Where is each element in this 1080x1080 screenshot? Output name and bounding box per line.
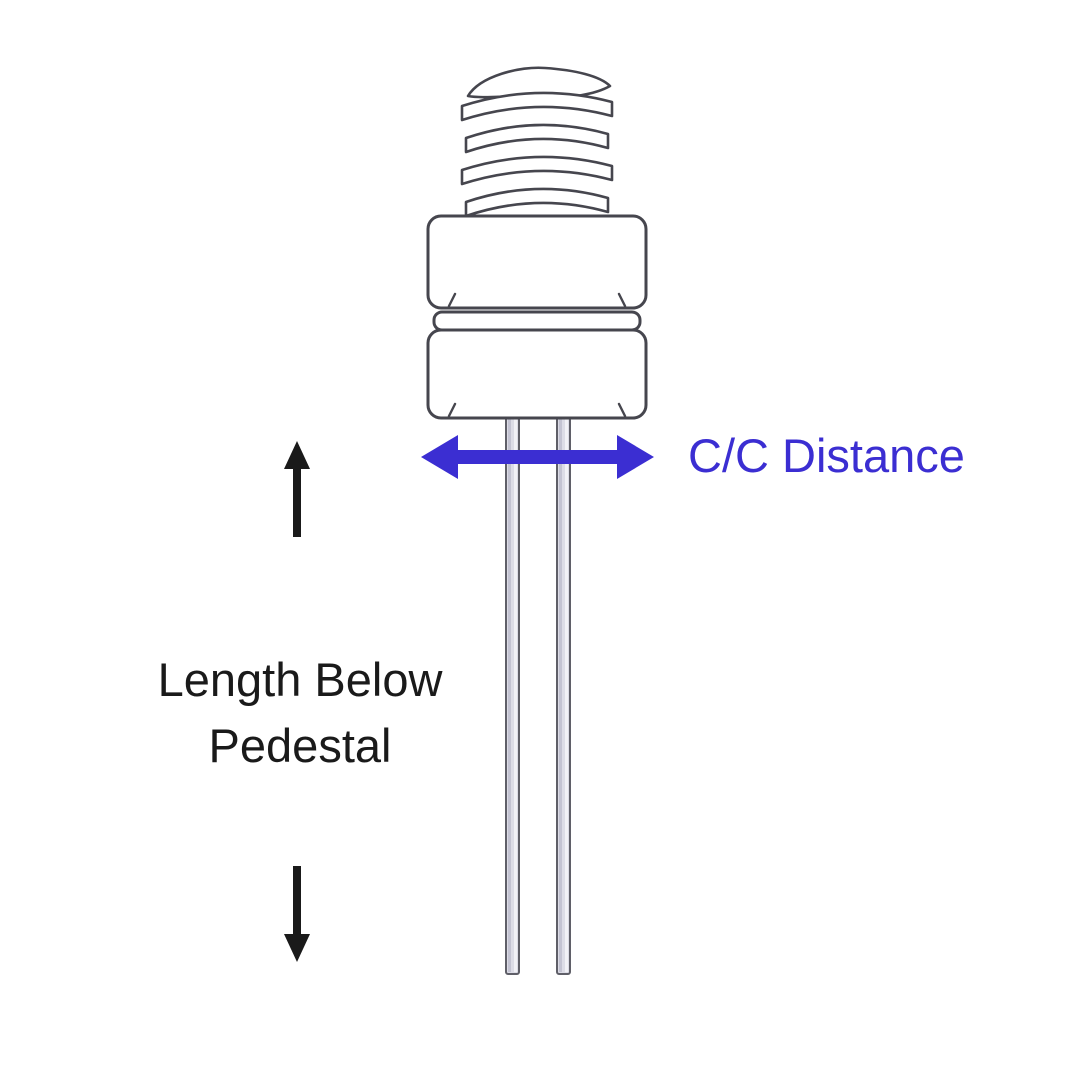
length-below-label-line1: Length Below [158,653,444,706]
cc-distance-arrow [421,435,654,479]
cc-distance-label: C/C Distance [688,429,965,482]
pedestal-upper-body [426,214,648,310]
right-lead-wire [556,413,571,975]
pedestal-lower-body [426,328,648,420]
pedestal-groove [432,310,642,332]
length-below-label-line2: Pedestal [209,719,392,772]
left-lead-wire [505,413,520,975]
length-up-arrow [284,441,310,537]
pedestal [426,214,648,420]
threaded-stud [460,66,614,218]
length-down-arrow [284,866,310,962]
